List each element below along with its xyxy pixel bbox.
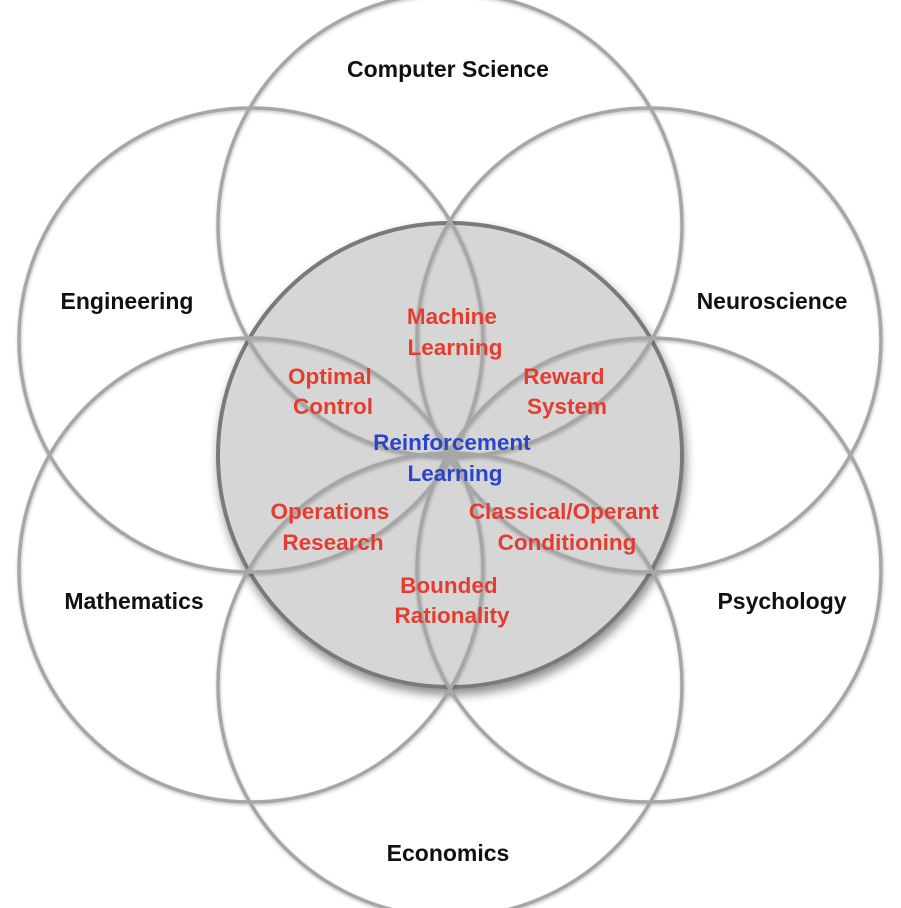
label-optimal-control: Optimal Control [288, 364, 378, 419]
label-mathematics: Mathematics [64, 588, 203, 614]
reward-system-line2: System [527, 394, 607, 419]
machine-learning-line1: Machine [407, 304, 497, 329]
label-economics: Economics [387, 840, 510, 866]
bounded-rationality-line1: Bounded [400, 573, 497, 598]
neuroscience-circle [415, 106, 883, 574]
classical-operant-line1: Classical/Operant [469, 499, 660, 524]
reward-system-line1: Reward [523, 364, 604, 389]
machine-learning-line2: Learning [407, 335, 502, 360]
label-psychology: Psychology [717, 588, 846, 614]
operations-research-line2: Research [282, 530, 383, 555]
field-circles [17, 0, 883, 908]
optimal-control-line2: Control [293, 394, 373, 419]
classical-operant-line2: Conditioning [498, 530, 637, 555]
engineering-circle [17, 106, 485, 574]
label-reward-system: Reward System [523, 364, 611, 419]
operations-research-line1: Operations [270, 499, 389, 524]
reinforcement-learning-line2: Learning [407, 461, 502, 486]
label-engineering: Engineering [61, 288, 194, 314]
optimal-control-line1: Optimal [288, 364, 372, 389]
reinforcement-learning-line1: Reinforcement [373, 430, 531, 455]
label-computer-science: Computer Science [347, 56, 549, 82]
mathematics-circle [17, 336, 485, 804]
label-neuroscience: Neuroscience [697, 288, 848, 314]
bounded-rationality-line2: Rationality [394, 603, 510, 628]
label-bounded-rationality: Bounded Rationality [394, 573, 510, 628]
label-operations-research: Operations Research [270, 499, 395, 555]
label-reinforcement-learning: Reinforcement Learning [373, 430, 537, 486]
overlap-labels: Machine Learning Reward System Classical… [270, 304, 665, 628]
label-machine-learning: Machine Learning [407, 304, 503, 360]
label-classical-operant-conditioning: Classical/Operant Conditioning [469, 499, 665, 555]
